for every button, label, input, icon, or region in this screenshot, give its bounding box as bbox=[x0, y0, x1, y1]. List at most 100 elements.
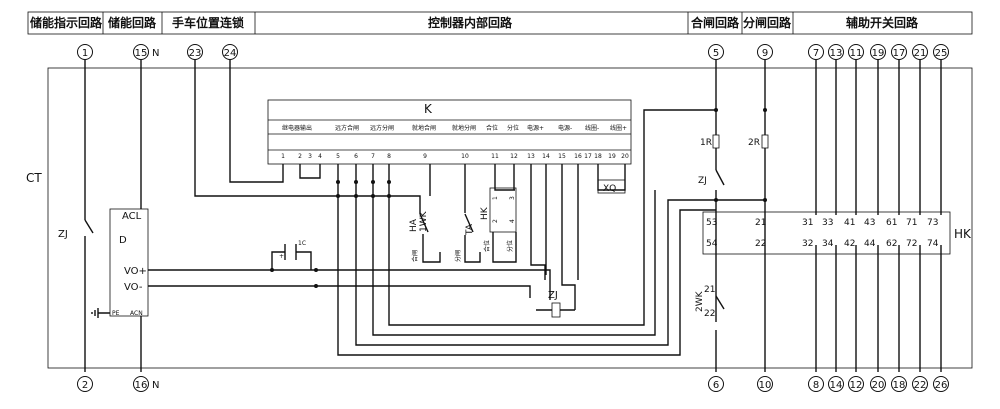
group-4: 就地分闸 bbox=[452, 124, 476, 132]
xq-box bbox=[597, 179, 626, 194]
mark-n-top: N bbox=[152, 48, 159, 59]
pin-15: 15 bbox=[558, 153, 566, 160]
pin-9: 9 bbox=[423, 153, 427, 160]
group-2: 远方分闸 bbox=[370, 124, 394, 132]
header-section-3: 控制器内部回路 bbox=[428, 15, 513, 30]
aux-bottom-7: 72 bbox=[906, 239, 917, 249]
storage-d: D bbox=[119, 235, 127, 246]
terminal-label-8: 8 bbox=[813, 380, 819, 391]
terminal-15 bbox=[133, 44, 149, 60]
aux-top-4: 41 bbox=[844, 218, 855, 228]
terminal-13 bbox=[828, 44, 844, 60]
pin-16: 16 bbox=[574, 153, 582, 160]
hk-label: HK bbox=[954, 227, 972, 241]
aux-top-1: 21 bbox=[755, 218, 766, 228]
pin-label-4: 4 bbox=[509, 219, 516, 223]
wk1: 1WK bbox=[419, 210, 429, 232]
aux-bottom-3: 34 bbox=[822, 239, 834, 249]
wk2-pin-21: 21 bbox=[704, 285, 715, 295]
controller-k: K 继电器输出 远方合闸 远方分闸 就地合闸 就地分闸 合位 分位 电源+ 电源… bbox=[267, 99, 632, 194]
group-5: 合位 bbox=[486, 124, 498, 132]
pin-5: 5 bbox=[336, 153, 340, 160]
terminal-20 bbox=[870, 376, 886, 392]
pin-7: 7 bbox=[371, 153, 375, 160]
terminal-label-2: 2 bbox=[82, 380, 88, 391]
terminals-top: 1 15 23 24 5 9 7 13 11 19 17 21 25 N bbox=[77, 44, 949, 60]
terminal-24 bbox=[222, 44, 238, 60]
junction-dots bbox=[270, 108, 767, 288]
c1-plus: + bbox=[279, 253, 284, 260]
terminal-label-25: 25 bbox=[935, 48, 948, 59]
terminal-16 bbox=[133, 376, 149, 392]
aux-bottom-6: 62 bbox=[886, 239, 897, 249]
pin-label-1: 1 bbox=[492, 196, 499, 200]
header-section-1: 储能回路 bbox=[108, 15, 157, 30]
pin-4: 4 bbox=[318, 153, 322, 160]
wiring bbox=[84, 59, 942, 372]
header-section-0: 储能指示回路 bbox=[30, 15, 103, 30]
header-section-4: 合闸回路 bbox=[691, 15, 740, 30]
aux-bottom-4: 42 bbox=[844, 239, 855, 249]
group-10: 线圈+ bbox=[610, 124, 627, 132]
controller-xq: XQ bbox=[603, 184, 616, 194]
aux-top-2: 31 bbox=[802, 218, 813, 228]
terminal-18 bbox=[891, 376, 907, 392]
terminal-1 bbox=[77, 44, 93, 60]
storage-module: ACL D VO+ VO- PE ACN bbox=[91, 208, 149, 318]
terminal-label-11: 11 bbox=[850, 48, 863, 59]
terminal-label-20: 20 bbox=[872, 380, 885, 391]
terminal-11 bbox=[848, 44, 864, 60]
mark-n-bottom: N bbox=[152, 380, 159, 391]
terminal-14 bbox=[828, 376, 844, 392]
terminal-2 bbox=[77, 376, 93, 392]
hk-inner: HK bbox=[480, 206, 490, 220]
terminals-bottom: 2 16 6 10 8 14 12 20 18 22 26 N bbox=[77, 376, 949, 392]
wk2: 2WK bbox=[695, 290, 705, 312]
terminal-26 bbox=[933, 376, 949, 392]
group-0: 继电器输出 bbox=[282, 124, 312, 132]
storage-acl: ACL bbox=[122, 211, 142, 222]
aux-top-5: 43 bbox=[864, 218, 875, 228]
aux-bottom-5: 44 bbox=[864, 239, 876, 249]
terminal-label-7: 7 bbox=[813, 48, 819, 59]
terminal-label-12: 12 bbox=[850, 380, 863, 391]
terminal-label-18: 18 bbox=[893, 380, 906, 391]
group-8: 电源- bbox=[558, 124, 572, 132]
terminal-label-9: 9 bbox=[762, 48, 768, 59]
aux-bottom-8: 74 bbox=[927, 239, 939, 249]
pin-label-3: 3 bbox=[509, 196, 516, 200]
aux-top-6: 61 bbox=[886, 218, 897, 228]
aux-top-8: 73 bbox=[927, 218, 938, 228]
terminal-label-26: 26 bbox=[935, 380, 948, 391]
group-7: 电源+ bbox=[527, 124, 544, 132]
aux-bottom-0: 54 bbox=[706, 239, 718, 249]
group-3: 就地合闸 bbox=[412, 124, 436, 132]
wk2-pin-22: 22 bbox=[704, 309, 715, 319]
terminal-label-21: 21 bbox=[914, 48, 927, 59]
pin-2: 2 bbox=[298, 153, 302, 160]
terminal-label-1: 1 bbox=[82, 48, 88, 59]
terminal-8 bbox=[808, 376, 824, 392]
zj-right: ZJ bbox=[698, 176, 707, 186]
storage-acn: ACN bbox=[130, 310, 143, 317]
terminal-17 bbox=[891, 44, 907, 60]
pin-12: 12 bbox=[510, 153, 518, 160]
ha: HA bbox=[409, 218, 419, 232]
pin-18: 18 bbox=[594, 153, 602, 160]
ta: TA bbox=[465, 223, 475, 236]
pin-8: 8 bbox=[387, 153, 391, 160]
header-section-6: 辅助开关回路 bbox=[846, 15, 919, 30]
controller-title: K bbox=[424, 102, 433, 116]
storage-vo-minus: VO- bbox=[124, 282, 143, 293]
aux-top-3: 33 bbox=[822, 218, 833, 228]
group-9: 线圈- bbox=[585, 124, 599, 132]
storage-pe: PE bbox=[112, 310, 120, 317]
he-wei: 合位 bbox=[483, 240, 491, 252]
terminal-label-15: 15 bbox=[135, 48, 148, 59]
terminal-25 bbox=[933, 44, 949, 60]
pin-label-2: 2 bbox=[492, 219, 499, 223]
pin-11: 11 bbox=[491, 153, 499, 160]
aux-top-7: 71 bbox=[906, 218, 917, 228]
terminal-23 bbox=[187, 44, 203, 60]
